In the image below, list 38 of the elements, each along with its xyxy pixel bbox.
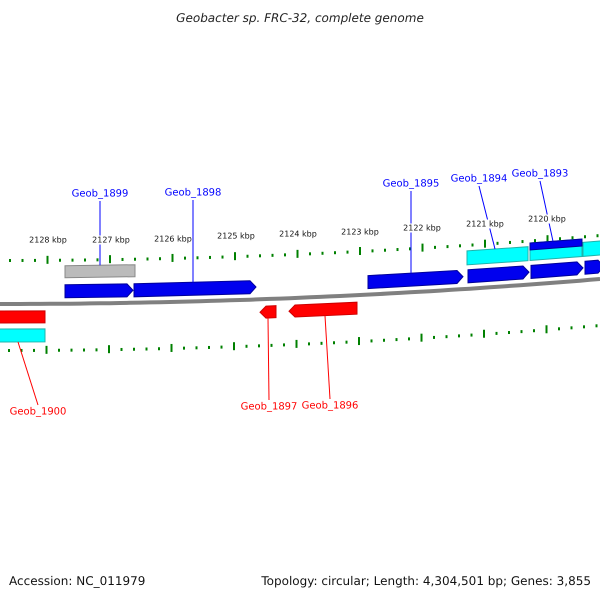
feature-bar [466, 246, 528, 266]
leader-line [478, 186, 496, 250]
gene-label: Geob_1900 [10, 406, 66, 418]
leader-line [268, 318, 270, 400]
tick-label: 2128 kbp [29, 236, 67, 244]
tick-label: 2126 kbp [154, 234, 192, 244]
feature-bar [582, 240, 600, 257]
tick-label: 2123 kbp [341, 228, 379, 236]
tick-label: 2121 kbp [466, 220, 504, 228]
feature-bar [0, 328, 46, 342]
leader-line [324, 315, 330, 400]
leader-line [18, 342, 38, 406]
tick-label: 2120 kbp [528, 214, 566, 224]
gene-feature [584, 260, 600, 275]
gene-label: Geob_1897 [240, 402, 298, 412]
feature-bar [64, 264, 136, 278]
gene-label: Geob_1899 [72, 188, 128, 200]
leader-line [192, 200, 194, 283]
tick-label: 2122 kbp [403, 224, 441, 232]
gene-feature [288, 302, 358, 318]
gene-feature [368, 270, 464, 290]
gene-feature [64, 283, 134, 298]
gene-label: Geob_1896 [302, 400, 358, 412]
tick-label: 2124 kbp [279, 230, 317, 238]
feature-bar [0, 310, 46, 324]
leader-line [410, 190, 412, 274]
footer-note: Topology: circular; Length: 4,304,501 bp; Genes: 3,855 [261, 574, 591, 588]
footer-note: Accession: NC_011979 [9, 574, 146, 588]
leader-line [540, 180, 554, 242]
gene-feature [468, 265, 530, 284]
gene-label: Geob_1893 [512, 168, 568, 180]
tick-label: 2127 kbp [92, 236, 130, 244]
map-title: Geobacter sp. FRC-32, complete genome [176, 11, 424, 25]
gene-label: Geob_1898 [164, 188, 222, 198]
gene-label: Geob_1895 [382, 178, 440, 190]
tick-label: 2125 kbp [217, 232, 255, 240]
gene-feature [259, 305, 276, 319]
gene-label: Geob_1894 [450, 174, 508, 184]
